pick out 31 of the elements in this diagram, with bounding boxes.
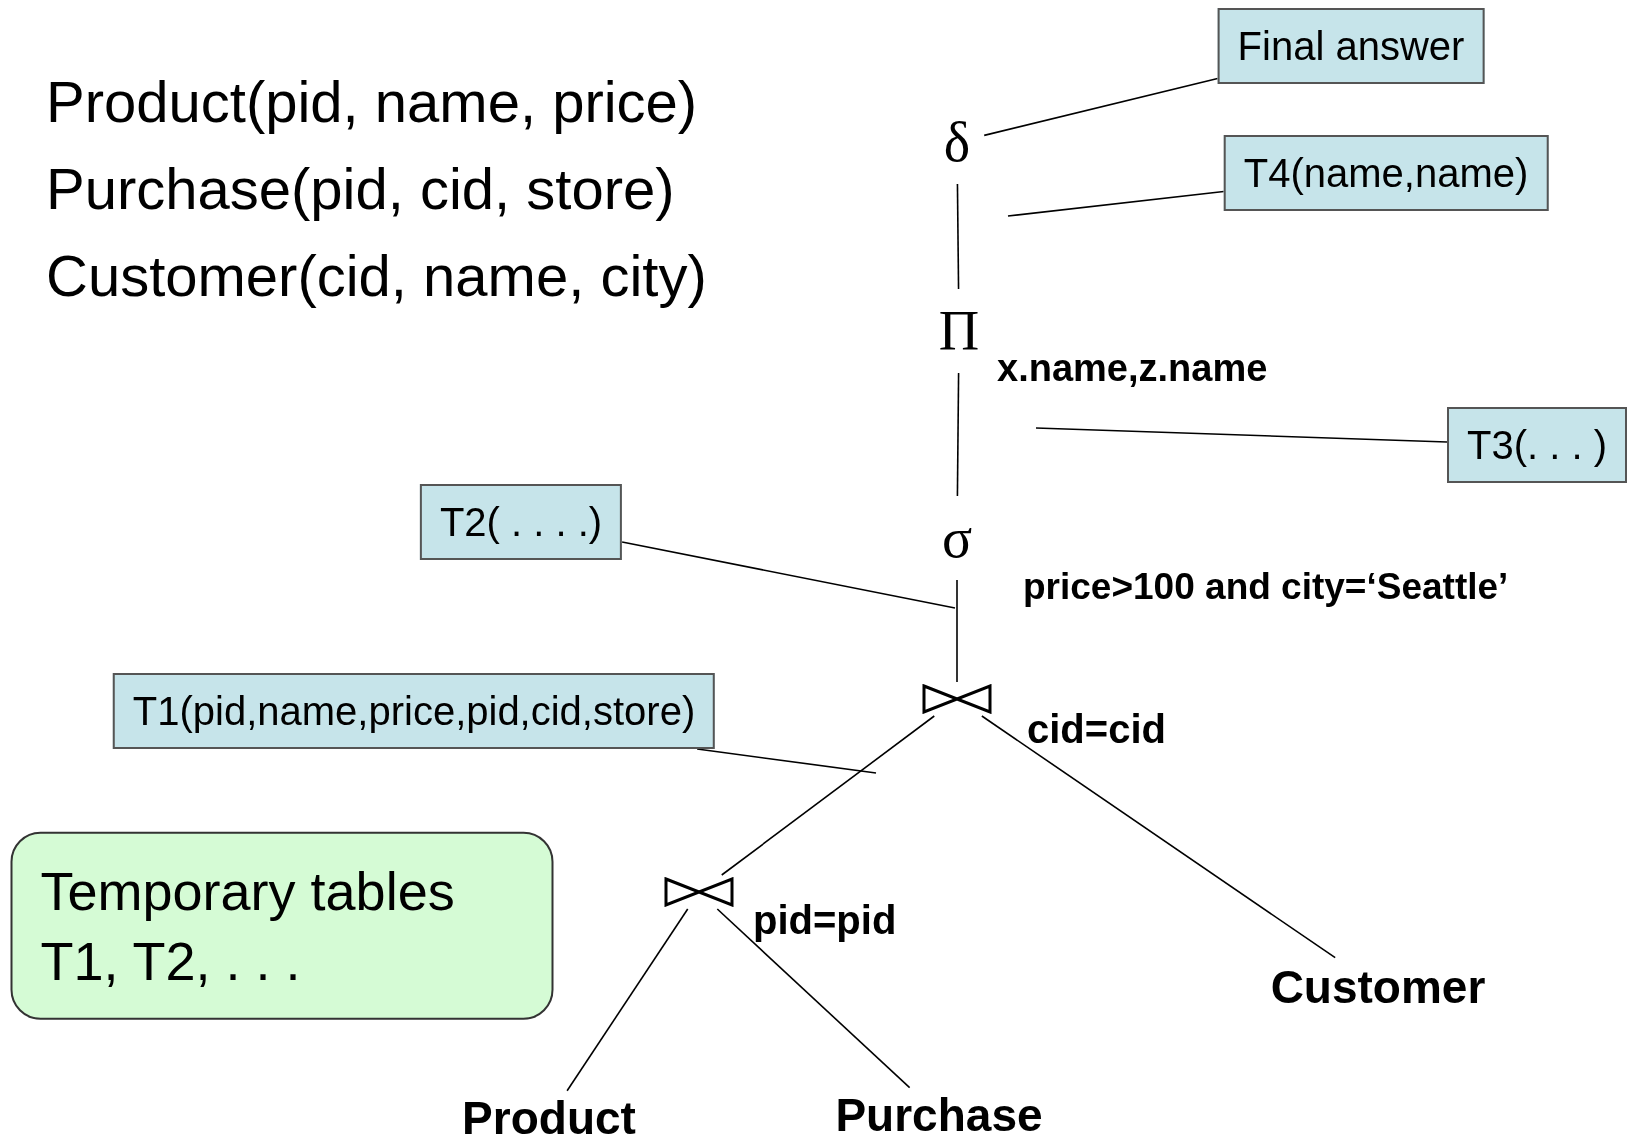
schema-line: Purchase(pid, cid, store) bbox=[46, 155, 676, 223]
note-box: Temporary tables T1, T2, . . . bbox=[10, 831, 554, 1021]
schema-line: Customer(cid, name, city) bbox=[46, 242, 707, 310]
tree-edge bbox=[716, 908, 911, 1089]
operator-condition: x.name,z.name bbox=[997, 346, 1268, 390]
operator-condition: price>100 and city=‘Seattle’ bbox=[1023, 566, 1509, 608]
schema-line: Product(pid, name, price) bbox=[46, 68, 699, 136]
tree-edge bbox=[956, 183, 960, 290]
leader-line bbox=[1035, 427, 1448, 443]
tree-edge bbox=[720, 715, 936, 876]
leader-line bbox=[983, 77, 1219, 137]
operator-symbol: δ bbox=[943, 114, 971, 170]
operator-symbol: σ bbox=[941, 510, 973, 566]
tree-edge bbox=[566, 908, 689, 1092]
leader-line bbox=[1007, 190, 1225, 217]
relation-name: Purchase bbox=[835, 1089, 1043, 1141]
operator-condition: cid=cid bbox=[1027, 706, 1166, 752]
operator-symbol: Π bbox=[938, 303, 980, 359]
callout-box: T1(pid,name,price,pid,cid,store) bbox=[112, 673, 716, 749]
tree-edge bbox=[956, 579, 958, 683]
callout-box: Final answer bbox=[1217, 8, 1485, 84]
leader-line bbox=[621, 541, 956, 609]
tree-edge bbox=[956, 372, 960, 497]
callout-box: T4(name,name) bbox=[1223, 135, 1549, 211]
operator-condition: pid=pid bbox=[753, 897, 897, 943]
relation-name: Product bbox=[462, 1092, 636, 1144]
callout-box: T2( . . . .) bbox=[419, 484, 623, 560]
leader-line bbox=[696, 748, 877, 774]
relation-name: Customer bbox=[1270, 961, 1486, 1013]
callout-box: T3(. . . ) bbox=[1447, 407, 1627, 483]
tree-edge bbox=[981, 715, 1336, 959]
